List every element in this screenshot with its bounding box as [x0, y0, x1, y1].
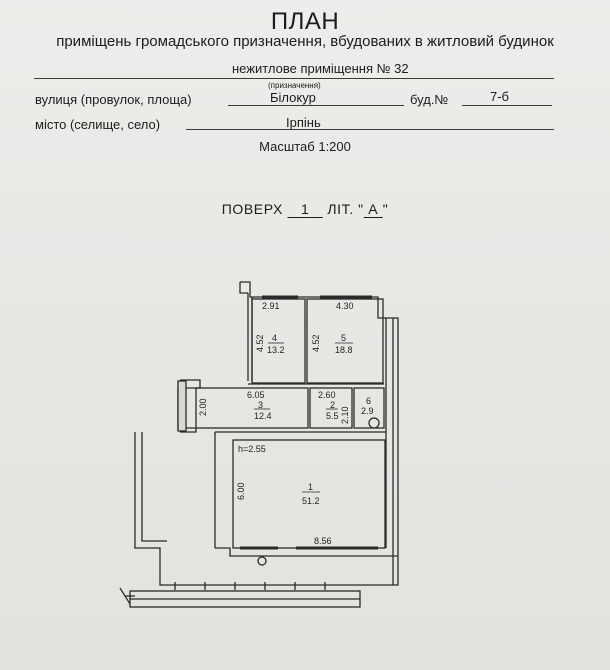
room-4-depth: 4.52 [255, 334, 265, 352]
street-label: вулиця (провулок, площа) [35, 92, 192, 107]
document-title: ПЛАН [270, 8, 340, 35]
room-5-area: 18.8 [335, 345, 353, 355]
room-3-width: 6.05 [247, 390, 265, 400]
room-1-depth: 6.00 [236, 482, 246, 500]
room-4-number: 4 [272, 333, 277, 343]
room-4-area: 13.2 [267, 345, 285, 355]
room-6-area: 2.9 [361, 406, 374, 416]
lit-value: А [368, 201, 379, 217]
premises-value: нежитлове приміщення № 32 [232, 61, 409, 76]
room-4-outline [251, 298, 306, 384]
building-value: 7-б [490, 89, 510, 104]
floor-label: ПОВЕРХ [221, 201, 283, 217]
room-6-number: 6 [366, 396, 371, 406]
city-value: Ірпінь [286, 115, 321, 130]
room-4-width: 2.91 [262, 301, 280, 311]
room-3-area: 12.4 [254, 411, 272, 421]
building-underline [462, 105, 552, 106]
room-2-number: 2 [330, 400, 335, 410]
room-5-depth: 4.52 [311, 334, 321, 352]
city-underline [186, 129, 554, 130]
room-3-outline [195, 387, 309, 429]
outer-wall-left [239, 282, 248, 294]
room-3-number: 3 [258, 400, 263, 410]
room-2-depth: 2.10 [340, 406, 350, 424]
building-label: буд.№ [410, 92, 449, 107]
lit-close: " [382, 201, 389, 217]
scale-label: Масштаб 1:200 [259, 139, 351, 154]
lit-label: ЛІТ. " [327, 201, 364, 217]
premises-line [34, 78, 554, 79]
room-1-height: h=2.55 [238, 444, 266, 454]
room-2-outline [309, 387, 353, 429]
street-value: Білокур [270, 90, 316, 105]
outer-wall [240, 281, 399, 586]
room-1-number: 1 [308, 482, 313, 492]
document-subtitle: приміщень громадського призначення, вбуд… [56, 33, 554, 50]
room-2-area: 5.5 [326, 411, 339, 421]
floor-value: 1 [300, 201, 310, 217]
room-5-number: 5 [341, 333, 346, 343]
room-1-outline [232, 439, 386, 549]
room-5-outline [306, 298, 384, 384]
purpose-note: (призначення) [268, 81, 321, 90]
street-underline [228, 105, 404, 106]
room-1-area: 51.2 [302, 496, 320, 506]
room-6-outline [353, 387, 385, 429]
room-1-width: 8.56 [314, 536, 332, 546]
room-3-depth: 2.00 [198, 398, 208, 416]
city-label: місто (селище, село) [35, 117, 161, 132]
room-5-width: 4.30 [336, 301, 354, 311]
room-2-width: 2.60 [318, 390, 336, 400]
floor-line: ПОВЕРХ 1 ЛІТ. " А " [0, 201, 610, 217]
